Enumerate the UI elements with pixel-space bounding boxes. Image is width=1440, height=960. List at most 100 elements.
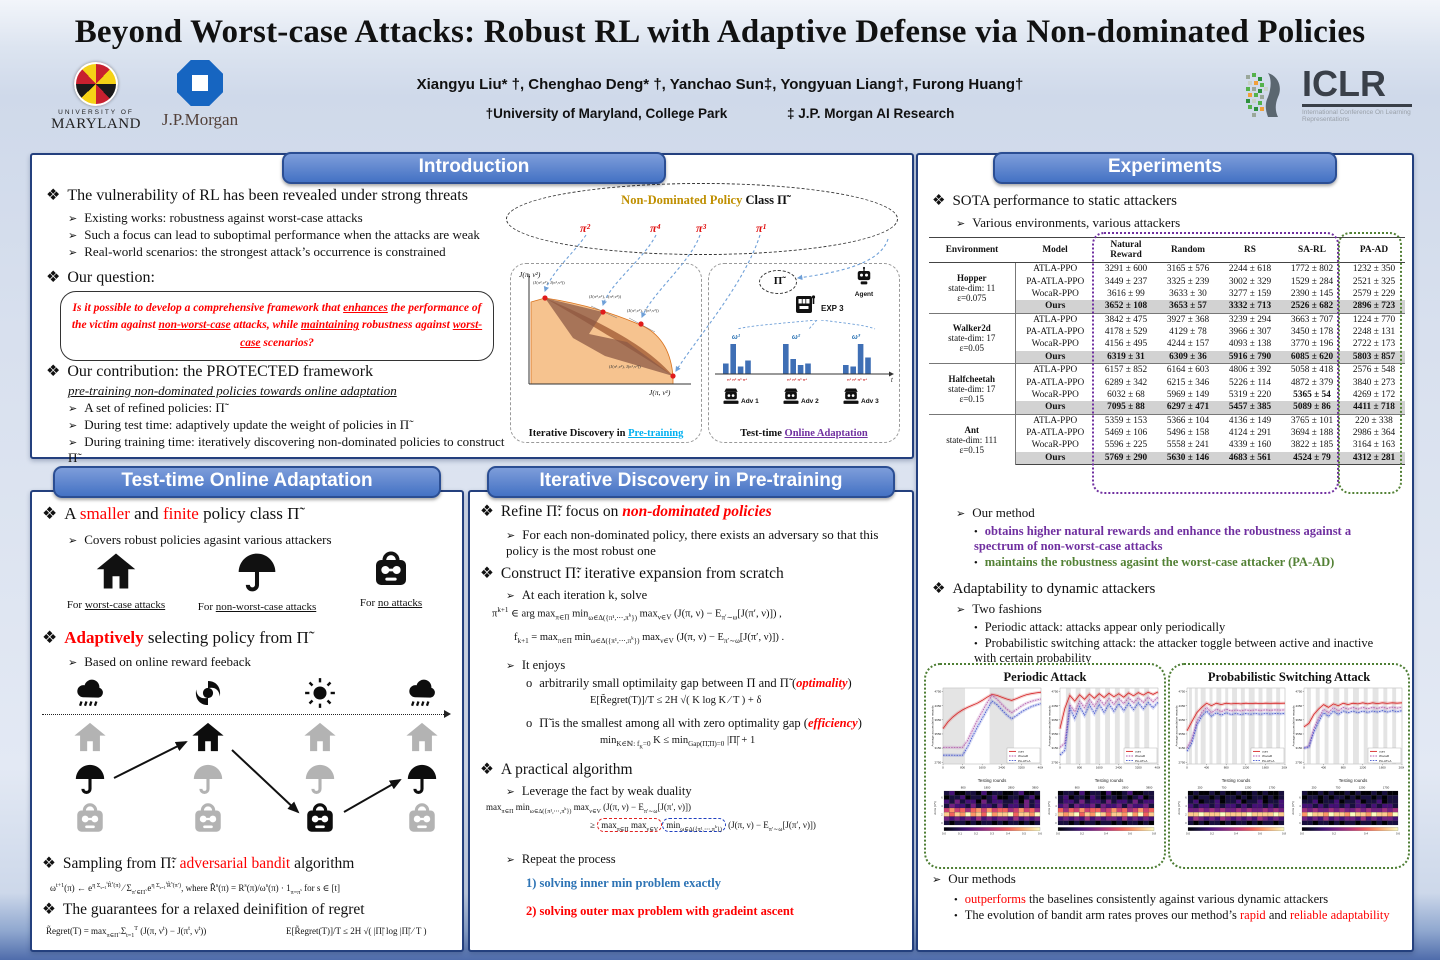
iter-bullet-3: ❖A practical algorithm bbox=[480, 761, 633, 778]
table-cell: 6289 ± 342 bbox=[1104, 377, 1148, 388]
bandit-formula: ωt+1(π) ← eη Σs=1tR̂s(π) ⁄ Σπ′∈Π̃ eη Σs=… bbox=[50, 880, 341, 896]
svg-text:2: 2 bbox=[941, 814, 943, 817]
jpmorgan-logo: J.P.Morgan bbox=[148, 60, 252, 130]
svg-text:1250: 1250 bbox=[1359, 785, 1366, 789]
our-method-line: ➢Our method bbox=[956, 505, 1035, 520]
column-header: RS bbox=[1219, 237, 1281, 263]
svg-text:4: 4 bbox=[941, 805, 943, 808]
pi2-label: π² bbox=[580, 221, 591, 235]
rain-weather-icon bbox=[73, 676, 107, 715]
table-cell: 6319 ± 31 bbox=[1095, 350, 1157, 364]
table-cell: 2896 ± 723 bbox=[1343, 300, 1405, 313]
list-item: ➢During training time: iteratively disco… bbox=[68, 434, 505, 465]
iter-bullet-1-sub: ➢For each non-dominated policy, there ex… bbox=[506, 527, 879, 558]
test-bullet-2: ❖Adaptively selecting policy from Π̃ bbox=[42, 628, 309, 647]
table-cell: 7095 ± 88 bbox=[1095, 401, 1157, 414]
svg-text:t: t bbox=[891, 378, 893, 384]
test-bullet-2-sub: ➢Based on online reward feeback bbox=[68, 654, 252, 669]
test-time-panel: Test-time Online Adaptation ❖A smaller a… bbox=[30, 466, 464, 952]
policy-caption: For no attacks bbox=[359, 597, 423, 609]
step-1: 1) solving inner min problem exactly bbox=[526, 876, 722, 890]
svg-text:0.6: 0.6 bbox=[1128, 831, 1132, 835]
intro-bullet-1-subs: ➢Existing works: robustness against wors… bbox=[68, 209, 518, 261]
svg-text:750: 750 bbox=[1336, 785, 1341, 789]
table-cell: 1529 ± 284 bbox=[1290, 276, 1334, 287]
svg-text:0: 0 bbox=[1303, 765, 1305, 769]
regret-bound-formula: E[R̃egret(T)]/T ≤ 2H √( |Π̃| log |Π̃| ⁄ … bbox=[286, 926, 427, 936]
svg-text:3550: 3550 bbox=[1296, 732, 1303, 736]
umbrella-policy-icon bbox=[405, 762, 439, 801]
table-cell: 1224 ± 770 bbox=[1343, 312, 1405, 326]
table-cell: 3164 ± 163 bbox=[1352, 440, 1396, 451]
svg-text:4350: 4350 bbox=[935, 704, 942, 708]
svg-text:800: 800 bbox=[1077, 765, 1082, 769]
table-cell: 2526 ± 682 bbox=[1281, 300, 1343, 313]
table-cell: 5496 ± 158 bbox=[1166, 428, 1210, 439]
authors: Xiangyu Liu* †, Chenghao Deng* †, Yancha… bbox=[416, 76, 1024, 93]
svg-text:0.0: 0.0 bbox=[1056, 831, 1060, 835]
table-cell: 3840 ± 273 bbox=[1352, 377, 1396, 388]
svg-text:0: 0 bbox=[1185, 822, 1187, 825]
iter-bullet-1: ❖Refine Π̃: focus on non-dominated polic… bbox=[480, 503, 772, 520]
table-cell: 5226 ± 114 bbox=[1229, 377, 1271, 388]
table-cell: 2390 ± 145 bbox=[1290, 288, 1334, 299]
svg-text:Average accumulative rewards: Average accumulative rewards bbox=[1047, 705, 1051, 746]
svg-text:1800: 1800 bbox=[984, 785, 991, 789]
umbrella-policy-icon bbox=[73, 762, 107, 801]
table-cell: 5058 ± 418 bbox=[1281, 363, 1343, 377]
table-cell: 3765 ± 101 bbox=[1281, 413, 1343, 427]
pretraining-caption: Iterative Discovery in Pre-training bbox=[528, 428, 684, 439]
exp3-machine bbox=[793, 292, 817, 321]
svg-text:2750: 2750 bbox=[1296, 760, 1303, 764]
pi4-label: π⁴ bbox=[650, 221, 661, 235]
svg-text:4000: 4000 bbox=[1155, 765, 1160, 769]
adv2-robot-icon bbox=[781, 386, 801, 406]
table-cell: 5469 ± 106 bbox=[1104, 428, 1148, 439]
svg-text:800: 800 bbox=[1341, 765, 1346, 769]
online-adaptation-caption: Test-time Online Adaptation bbox=[740, 428, 868, 439]
table-cell: 3450 ± 178 bbox=[1290, 327, 1334, 338]
list-item: ➢Existing works: robustness against wors… bbox=[68, 210, 363, 225]
hurricane-weather-icon bbox=[191, 676, 225, 715]
briefcase-policy-icon bbox=[303, 802, 337, 841]
svg-text:0.3: 0.3 bbox=[990, 831, 994, 835]
intro-bullet-1: ❖The vulnerability of RL has been reveal… bbox=[46, 187, 468, 204]
svg-text:Arms (π^i): Arms (π^i) bbox=[1047, 801, 1051, 815]
svg-text:3550: 3550 bbox=[1179, 732, 1186, 736]
efficiency-formula: minK∈ℕ: fK=0 K ≤ minGap(Π̃,Π)=0 |Π̃| + 1 bbox=[600, 735, 756, 751]
svg-text:Average accumulative rewards: Average accumulative rewards bbox=[930, 705, 934, 746]
table-cell: 1772 ± 802 bbox=[1281, 262, 1343, 276]
table-cell: 3770 ± 196 bbox=[1290, 339, 1334, 350]
svg-text:3200: 3200 bbox=[1135, 765, 1142, 769]
svg-text:3550: 3550 bbox=[935, 732, 942, 736]
column-header: Natural Reward bbox=[1095, 237, 1157, 263]
table-cell: 3002 ± 329 bbox=[1228, 276, 1272, 287]
iter-bullet-2-sub: ➢At each iteration k, solve bbox=[506, 588, 648, 602]
policy-caption: For worst-case attacks bbox=[66, 599, 166, 611]
table-cell: 6164 ± 603 bbox=[1157, 363, 1219, 377]
svg-text:1600: 1600 bbox=[1379, 765, 1386, 769]
table-cell: 2576 ± 548 bbox=[1343, 363, 1405, 377]
pi3-label: π³ bbox=[696, 221, 707, 235]
column-header: SA-RL bbox=[1281, 237, 1343, 263]
svg-text:WocaR: WocaR bbox=[1135, 754, 1146, 758]
table-cell: 5089 ± 86 bbox=[1281, 401, 1343, 414]
svg-text:0: 0 bbox=[942, 765, 944, 769]
column-header: PA-AD bbox=[1343, 237, 1405, 263]
house-policy-icon bbox=[191, 720, 225, 759]
umbrella-icon bbox=[235, 550, 279, 594]
table-cell: 5596 ± 225 bbox=[1104, 440, 1148, 451]
affiliations: †University of Maryland, College Park ‡ … bbox=[300, 106, 1140, 121]
svg-text:2: 2 bbox=[1055, 814, 1057, 817]
intro-bullet-3-subs: ➢A set of refined policies: Π̃➢During te… bbox=[68, 399, 508, 467]
svg-text:1250: 1250 bbox=[1245, 785, 1252, 789]
outer-max-box: maxπ∈Π maxν∈V bbox=[597, 818, 663, 833]
